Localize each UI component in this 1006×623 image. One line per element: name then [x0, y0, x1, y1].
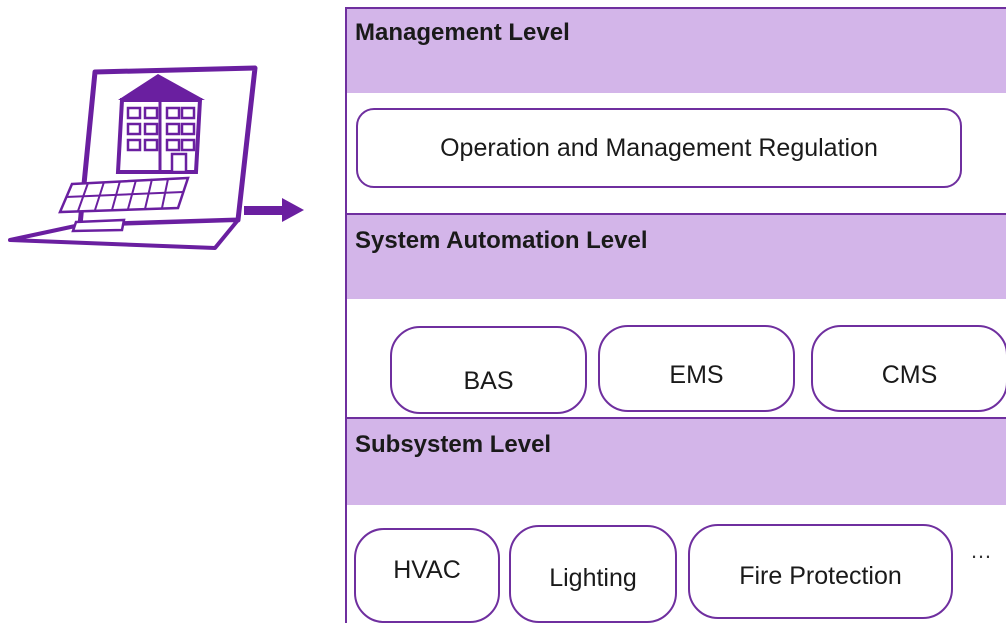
ems-label: EMS: [669, 361, 724, 389]
outer-top-border: [345, 7, 1006, 9]
bas-box: BAS: [390, 326, 587, 414]
system-automation-level-title: System Automation Level: [355, 227, 648, 254]
operation-management-regulation-box: Operation and Management Regulation: [356, 108, 962, 188]
subsystem-level-band: Subsystem Level: [345, 417, 1006, 505]
right-arrow-icon: [244, 198, 304, 222]
cms-label: CMS: [881, 361, 938, 389]
system-automation-level-band: System Automation Level: [345, 213, 1006, 299]
outer-left-border: [345, 7, 347, 623]
subsystem-level-title: Subsystem Level: [355, 431, 552, 458]
operation-management-regulation-label: Operation and Management Regulation: [440, 133, 878, 162]
cms-box: CMS: [811, 325, 1006, 412]
management-level-title: Management Level: [355, 19, 570, 46]
more-subsystems-ellipsis: …: [970, 538, 992, 563]
fire-protection-label: Fire Protection: [739, 562, 902, 590]
laptop-with-building-icon: [8, 65, 258, 250]
hvac-label: HVAC: [393, 556, 461, 584]
hvac-box: HVAC: [354, 528, 500, 623]
lighting-label: Lighting: [549, 563, 637, 592]
fire-protection-box: Fire Protection: [688, 524, 953, 619]
ems-box: EMS: [598, 325, 795, 412]
bas-label: BAS: [463, 366, 514, 395]
management-level-band: Management Level: [345, 7, 1006, 93]
lighting-box: Lighting: [509, 525, 677, 623]
